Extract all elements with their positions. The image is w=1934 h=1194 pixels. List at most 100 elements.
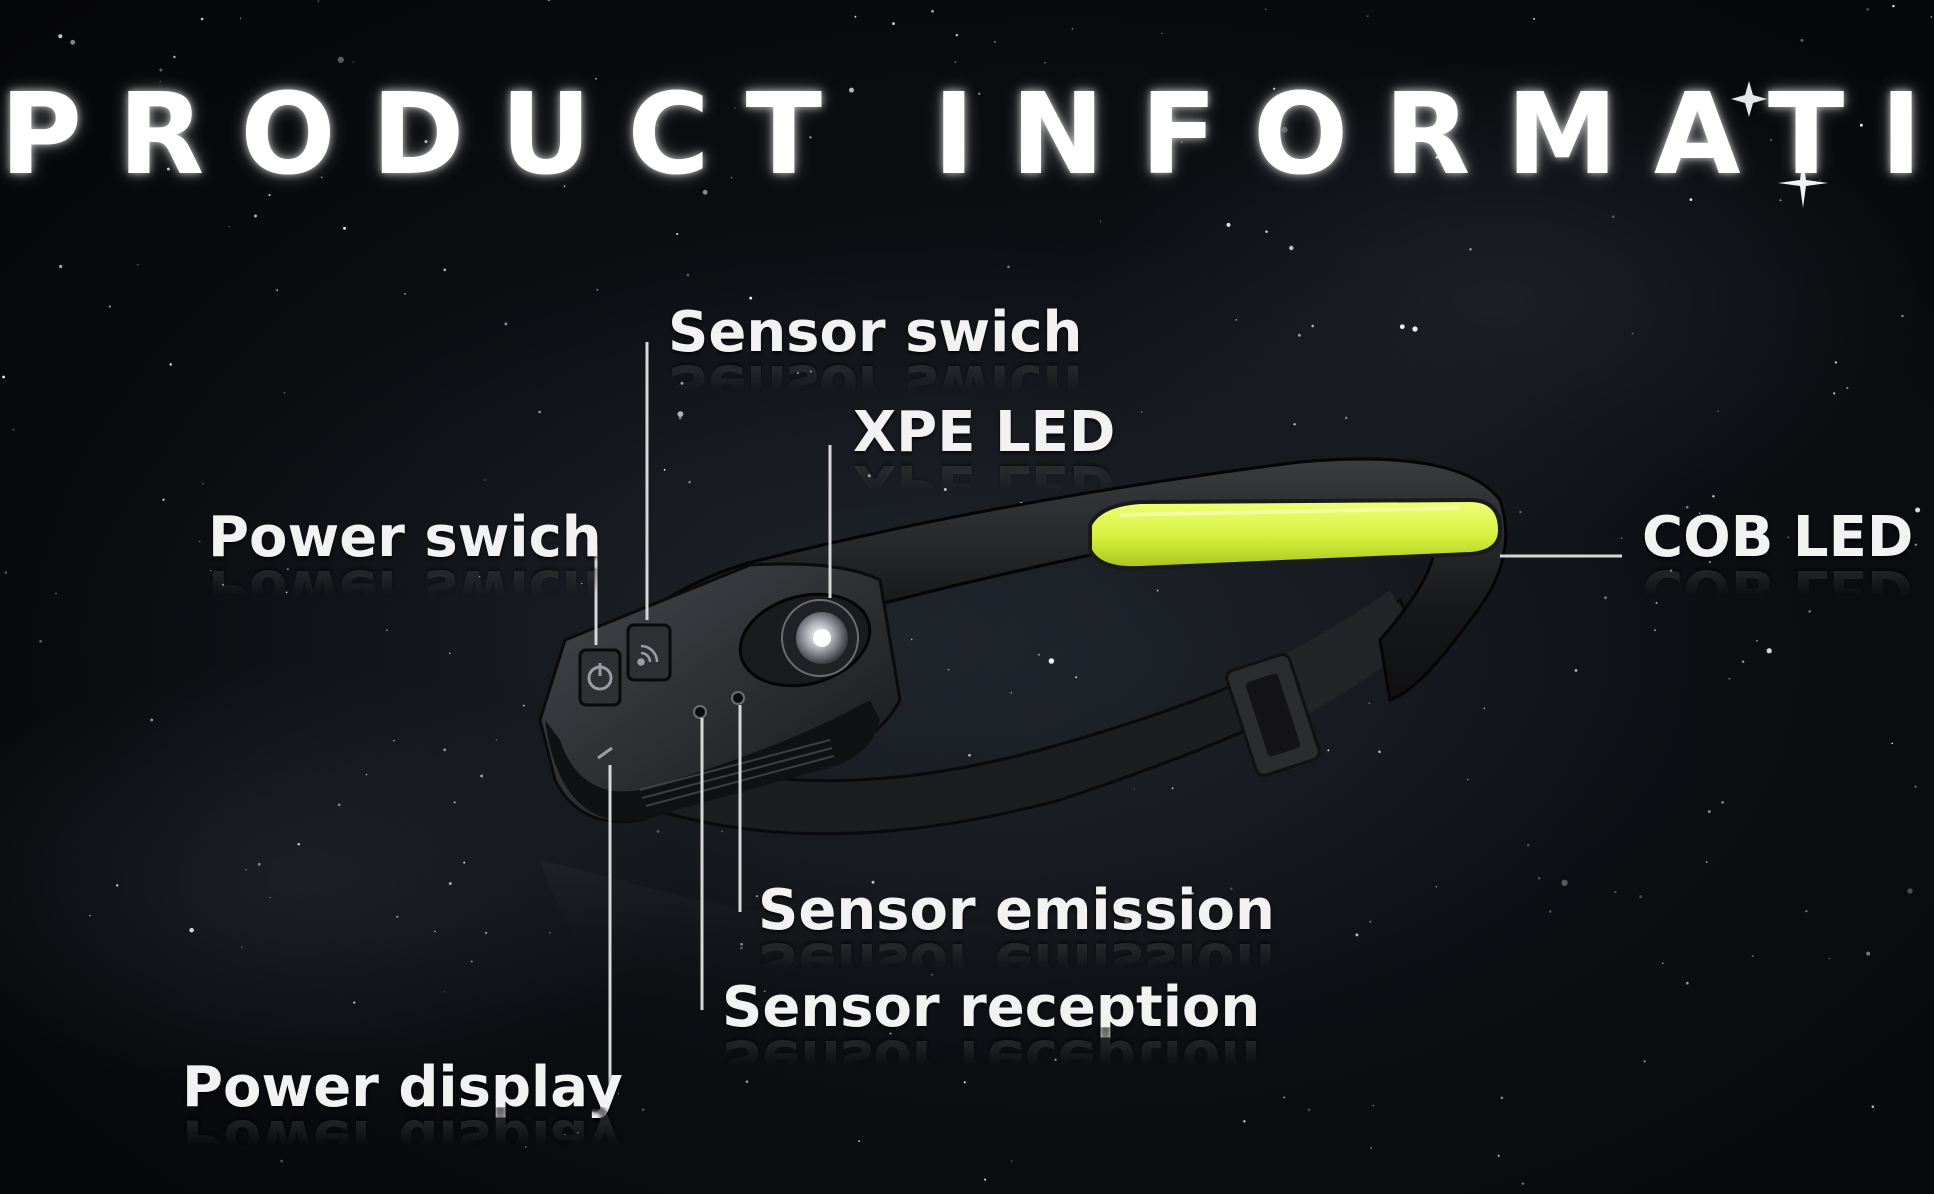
xpe-led-lens[interactable]: [730, 580, 880, 699]
star: [317, 0, 319, 2]
star: [12, 428, 15, 431]
star: [1327, 749, 1330, 752]
star: [159, 80, 162, 83]
power-display-indicator: [597, 746, 613, 760]
star: [1500, 1096, 1504, 1100]
star: [189, 927, 194, 933]
star: [276, 289, 279, 292]
star: [1435, 156, 1439, 159]
nebula-haze: [1080, 60, 1920, 540]
star: [199, 540, 201, 543]
power-switch-button[interactable]: [578, 648, 622, 707]
star: [1578, 131, 1580, 134]
star: [1685, 981, 1689, 985]
housing-lower-edge: [545, 700, 880, 821]
label-power-switch: Power swich: [208, 505, 602, 570]
star: [483, 479, 486, 481]
star: [1307, 1108, 1311, 1111]
star: [1914, 543, 1917, 546]
star: [563, 185, 566, 188]
label-sensor-emission: Sensor emission: [758, 878, 1275, 943]
star: [1669, 569, 1673, 572]
label-sensor-switch: Sensor swich: [668, 300, 1082, 365]
strap-buckle: [1225, 653, 1321, 777]
star: [1705, 860, 1708, 863]
star: [1311, 324, 1315, 328]
star: [1712, 495, 1715, 498]
sparkle-star-icon: [1731, 81, 1828, 208]
star: [1828, 957, 1831, 959]
star: [480, 774, 484, 778]
star: [1048, 658, 1055, 664]
star: [159, 68, 163, 72]
star: [1075, 676, 1078, 679]
star: [1273, 87, 1276, 90]
star: [337, 56, 344, 63]
star: [39, 639, 42, 643]
star: [688, 480, 691, 484]
star: [200, 17, 204, 21]
star: [297, 843, 300, 846]
star: [239, 17, 242, 19]
star: [443, 268, 447, 272]
star: [1823, 106, 1825, 108]
star: [1859, 123, 1863, 127]
star: [396, 915, 399, 918]
star: [549, 932, 551, 934]
star: [1281, 126, 1288, 133]
star: [1707, 810, 1711, 814]
star: [1071, 27, 1074, 30]
star: [943, 488, 947, 491]
star: [393, 739, 395, 742]
star: [1800, 38, 1804, 42]
star: [352, 1001, 356, 1004]
star: [686, 273, 690, 277]
star: [241, 946, 243, 948]
star: [1643, 1060, 1646, 1063]
star: [365, 773, 368, 776]
star: [1631, 332, 1634, 335]
star: [1372, 1105, 1374, 1107]
star: [1611, 215, 1615, 218]
star: [478, 575, 481, 578]
star: [150, 718, 154, 722]
star: [565, 146, 568, 149]
star: [254, 214, 257, 218]
star: [463, 861, 466, 864]
star: [443, 748, 447, 752]
star: [210, 570, 212, 572]
star: [730, 176, 733, 179]
star: [162, 498, 165, 501]
star: [108, 305, 111, 308]
star: [677, 411, 684, 417]
sensor-switch-button[interactable]: [626, 623, 672, 682]
star: [1469, 248, 1472, 251]
star: [1466, 778, 1469, 781]
star: [911, 638, 913, 641]
star: [1399, 324, 1405, 330]
star: [656, 830, 660, 833]
star: [1930, 16, 1933, 18]
star: [1654, 629, 1656, 631]
star: [676, 232, 679, 236]
star: [1808, 610, 1811, 613]
star: [54, 592, 58, 595]
star: [1819, 179, 1821, 181]
star: [1620, 537, 1623, 540]
star: [269, 896, 271, 899]
star: [1717, 410, 1719, 413]
star: [1538, 877, 1541, 880]
cob-led-strip[interactable]: [1088, 497, 1503, 571]
star: [70, 39, 76, 45]
star: [280, 1159, 284, 1163]
star: [538, 410, 541, 414]
star: [1833, 392, 1836, 395]
star: [1915, 507, 1921, 513]
star: [849, 87, 854, 93]
star: [1367, 15, 1369, 17]
star: [1054, 1058, 1057, 1061]
star: [734, 107, 737, 109]
star: [978, 92, 981, 95]
star: [963, 1081, 966, 1084]
star: [1741, 660, 1745, 663]
